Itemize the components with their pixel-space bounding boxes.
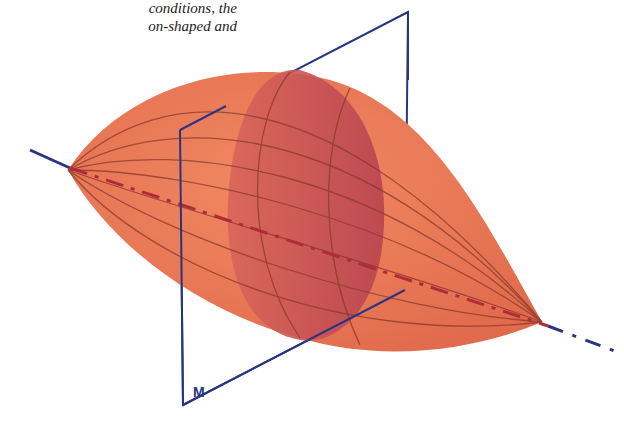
meridian-lines (68, 72, 542, 345)
plane-label: M (193, 384, 205, 400)
plane-outline (407, 12, 409, 80)
axis-line (548, 326, 620, 353)
plane-outline (183, 290, 405, 405)
caption-fragment: on-shaped and (148, 18, 237, 35)
axis-line (30, 150, 70, 168)
plane-outline (180, 130, 183, 405)
caption-fragment: conditions, the (149, 0, 237, 17)
cross-section (228, 70, 385, 341)
plane-outline (180, 106, 226, 130)
axis-line (70, 168, 548, 326)
